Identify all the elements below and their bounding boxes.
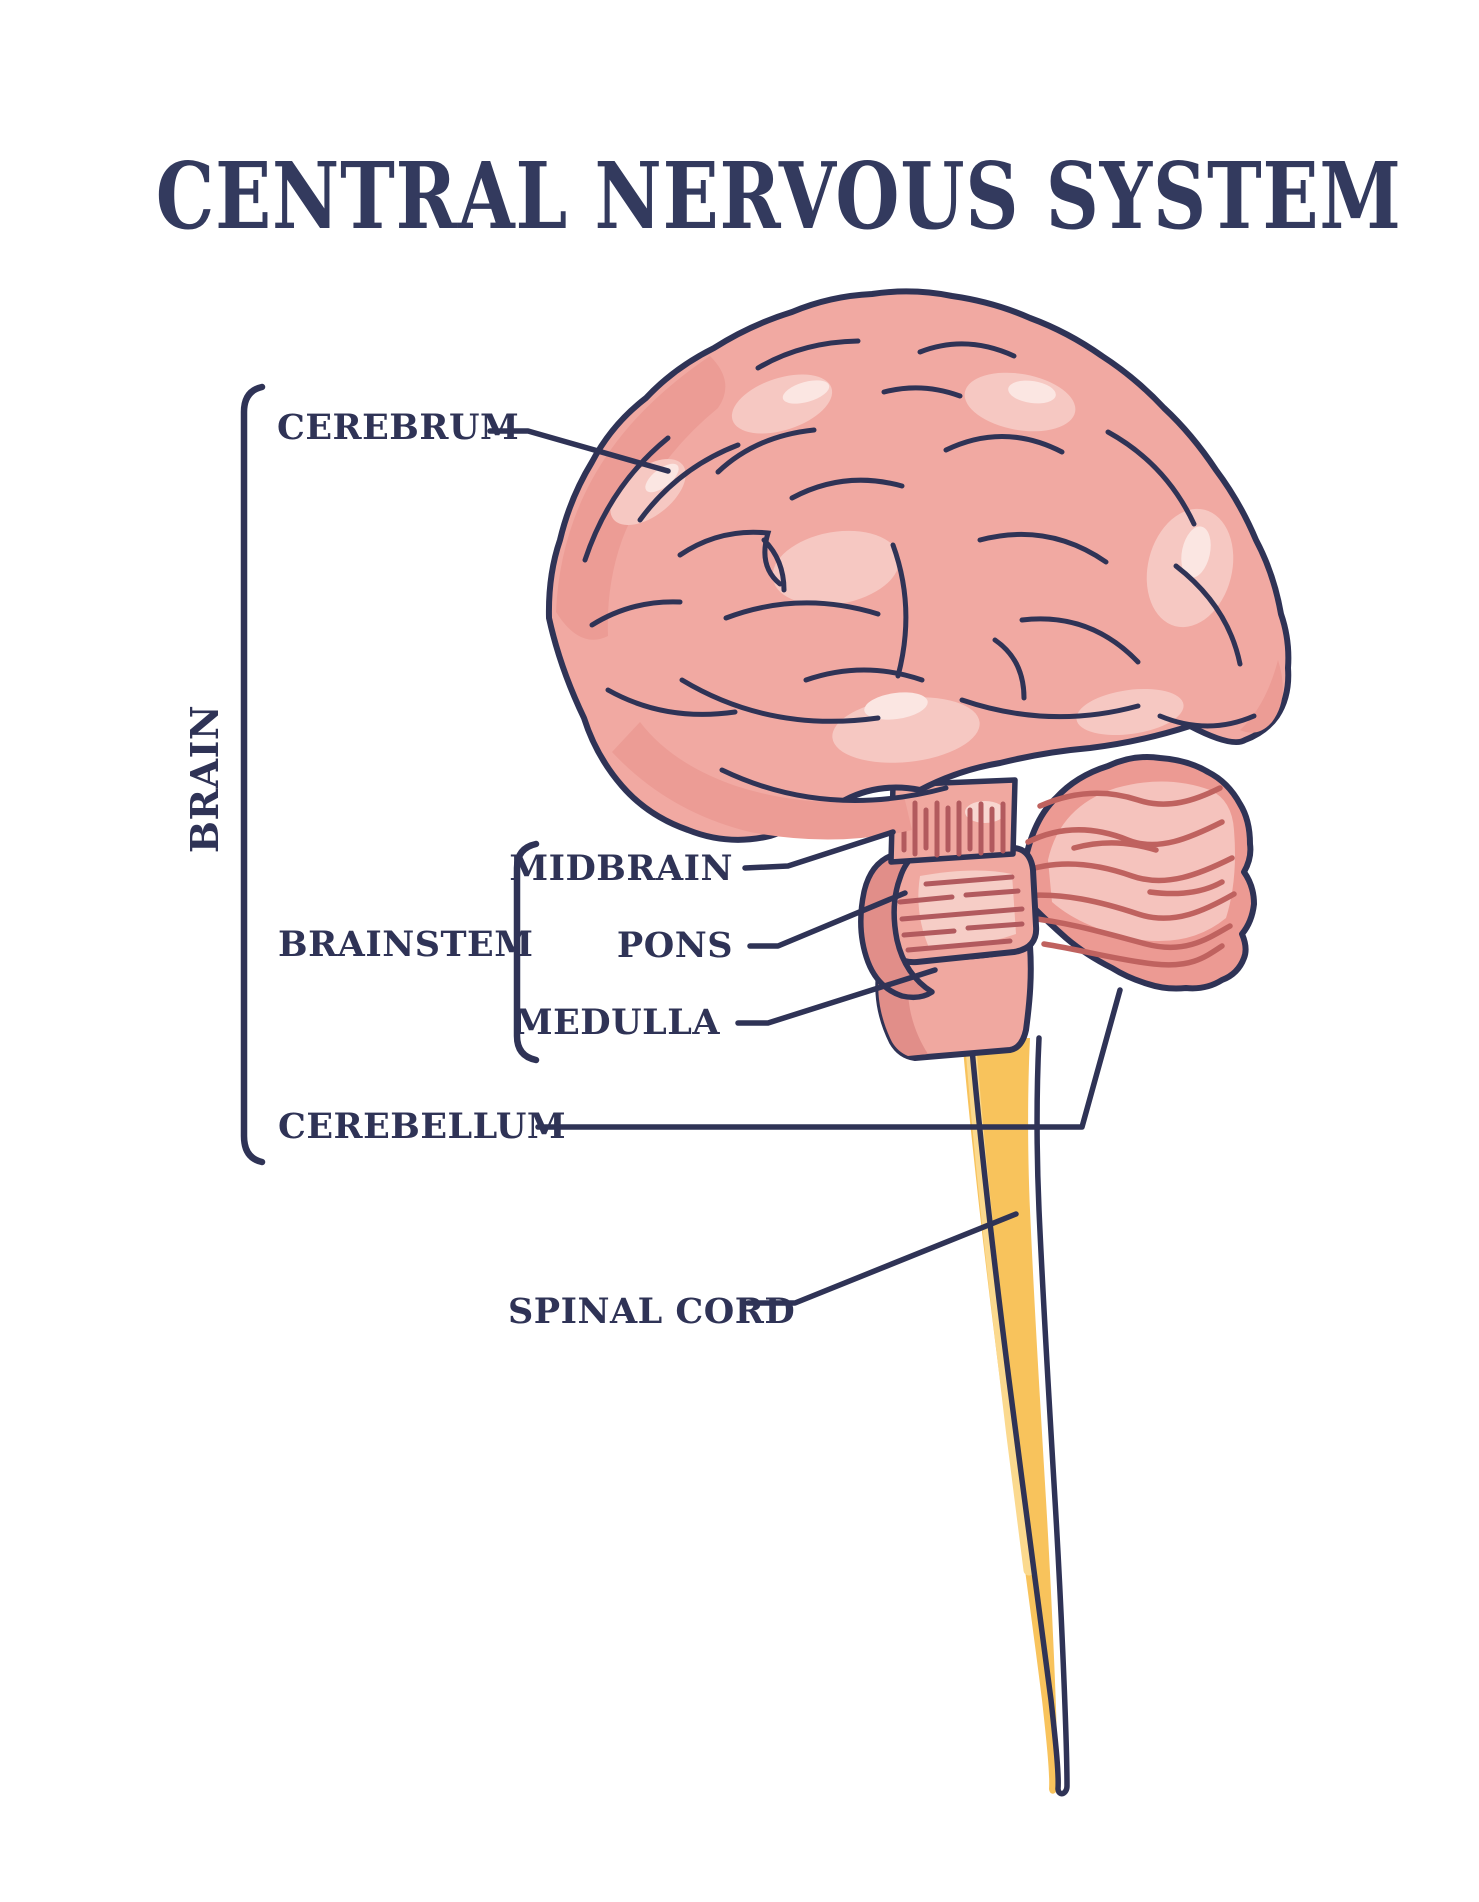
label-brain: BRAIN xyxy=(182,704,227,854)
cerebellum-leader-line xyxy=(535,987,1123,1130)
spinal-cord-leader-line xyxy=(745,1211,1019,1306)
page-title-text: CENTRAL NERVOUS SYSTEM xyxy=(155,142,1402,250)
label-medulla: MEDULLA xyxy=(513,1002,720,1043)
cerebellum-shape xyxy=(1019,754,1257,992)
medulla-leader-line xyxy=(735,967,938,1026)
brainstem-collar-shape xyxy=(858,849,935,1001)
label-cerebrum: CEREBRUM xyxy=(277,407,520,448)
label-brainstem: BRAINSTEM xyxy=(278,924,534,965)
pons-shape xyxy=(879,844,1040,966)
page-title: CENTRAL NERVOUS SYSTEM xyxy=(0,150,1479,242)
label-spinal-cord: SPINAL CORD xyxy=(508,1291,796,1332)
label-pons: PONS xyxy=(616,925,733,966)
cerebrum-leader-line xyxy=(487,428,671,474)
pons-leader-line xyxy=(747,890,908,949)
label-midbrain: MIDBRAIN xyxy=(509,848,733,889)
midbrain-leader-line xyxy=(742,829,896,871)
brain-bracket xyxy=(240,383,266,1166)
label-cerebellum: CEREBELLUM xyxy=(278,1106,567,1147)
brainstem-bracket xyxy=(513,840,540,1064)
cerebrum-shape xyxy=(545,288,1292,843)
spinal-cord-shape xyxy=(962,1035,1070,1797)
